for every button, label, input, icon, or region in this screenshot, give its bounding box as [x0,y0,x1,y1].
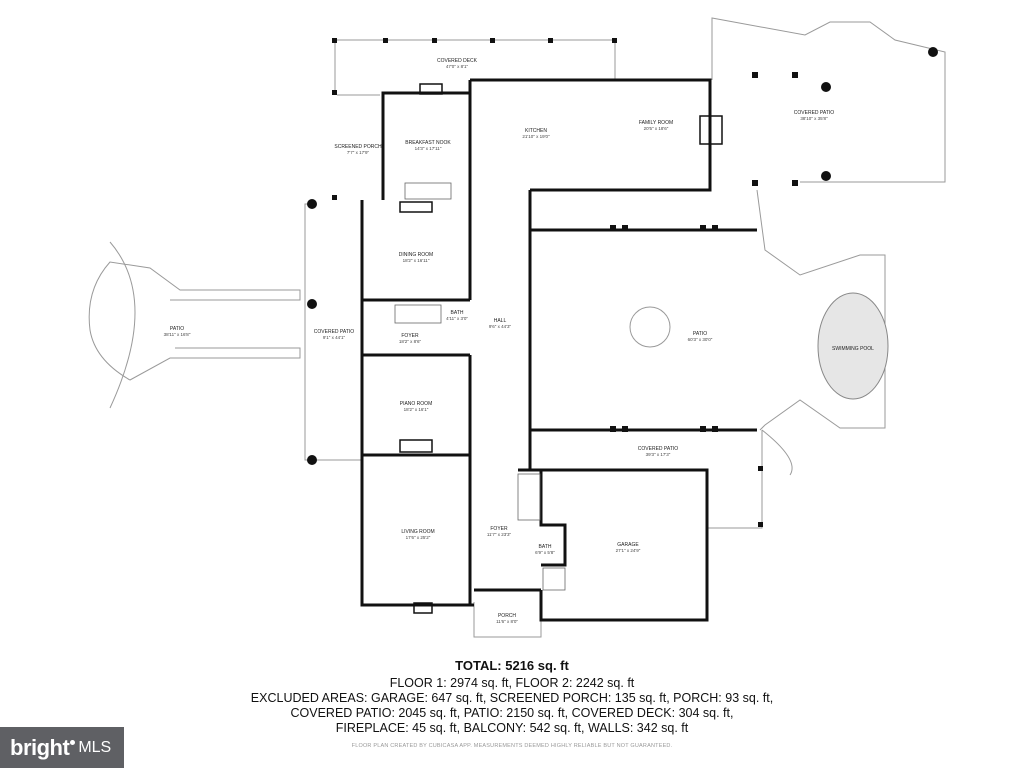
floor-areas: FLOOR 1: 2974 sq. ft, FLOOR 2: 2242 sq. … [389,676,635,690]
hall-name: HALL [494,318,507,324]
patio-west-dims: 38'11" x 16'8" [164,332,191,337]
hall-dims: 9'6" x 44'3" [489,324,512,329]
foyer-2-name: FOYER [490,526,508,532]
bath-2-dims: 6'9" x 5'8" [535,550,555,555]
garage-name: GARAGE [617,542,639,548]
excluded-areas-line-3: FIREPLACE: 45 sq. ft, BALCONY: 542 sq. f… [335,721,689,735]
covered-deck-dims: 47'0" x 8'1" [446,64,469,69]
kitchen-name: KITCHEN [525,128,547,134]
patio-center-dims: 60'3" x 30'0" [688,337,713,342]
family-room-name: FAMILY ROOM [639,120,673,126]
piano-room-name: PIANO ROOM [400,401,433,407]
covered-patio-ne-name: COVERED PATIO [794,110,834,116]
patio-center-name: PATIO [693,331,707,337]
foyer-1-name: FOYER [401,333,419,339]
foyer-2-dims: 11'7" x 23'3" [487,532,512,537]
living-room-name: LIVING ROOM [401,529,434,535]
logo-bright-text: bright [10,734,70,760]
logo-mls-text: MLS [78,738,112,756]
covered-patio-ne-dims: 38'10" x 35'8" [800,116,828,121]
foyer-1-dims: 18'2" x 8'6" [399,339,422,344]
covered-deck-name: COVERED DECK [437,58,478,64]
bright-mls-logo: bright MLS [0,727,124,768]
columns [307,38,938,527]
dining-room-dims: 18'2" x 16'11" [403,258,430,263]
walls [360,78,757,622]
living-room-dims: 17'6" x 25'2" [406,535,431,540]
covered-patio-w-dims: 9'1" x 44'1" [323,335,346,340]
screened-porch-dims: 7'7" x 17'9" [347,150,370,155]
patio-west-name: PATIO [170,326,184,332]
garage-dims: 27'1" x 24'9" [616,548,641,553]
covered-patio-w-name: COVERED PATIO [314,329,354,335]
excluded-areas-line-1: EXCLUDED AREAS: GARAGE: 647 sq. ft, SCRE… [250,691,774,705]
swimming-pool-name: SWIMMING POOL [832,346,874,352]
bath-1-dims: 4'11" x 3'0" [446,316,468,321]
fireplaces [399,83,723,614]
breakfast-nook-dims: 14'3" x 17'11" [415,146,442,151]
kitchen-dims: 21'10" x 19'0" [522,134,550,139]
porch-dims: 11'6" x 8'0" [496,619,518,624]
porch-name: PORCH [498,613,516,619]
excluded-areas-line-2: COVERED PATIO: 2045 sq. ft, PATIO: 2150 … [290,706,734,720]
covered-patio-s-name: COVERED PATIO [638,446,678,452]
family-room-dims: 20'5" x 18'6" [644,126,669,131]
covered-patio-s-dims: 39'3" x 17'3" [646,452,671,457]
logo-dot-icon [70,740,76,745]
stairs [394,182,566,591]
bath-1-name: BATH [451,310,464,316]
piano-room-dims: 18'2" x 16'1" [404,407,429,412]
dining-room-name: DINING ROOM [399,252,433,258]
disclaimer: FLOOR PLAN CREATED BY CUBICASA APP. MEAS… [351,743,673,749]
floor-plan: COVERED DECK 47'0" x 8'1" SCREENED PORCH… [88,17,946,638]
bath-2-name: BATH [539,544,552,550]
total-area: TOTAL: 5216 sq. ft [455,658,569,673]
breakfast-nook-name: BREAKFAST NOOK [405,140,451,146]
screened-porch-name: SCREENED PORCH [334,144,382,150]
